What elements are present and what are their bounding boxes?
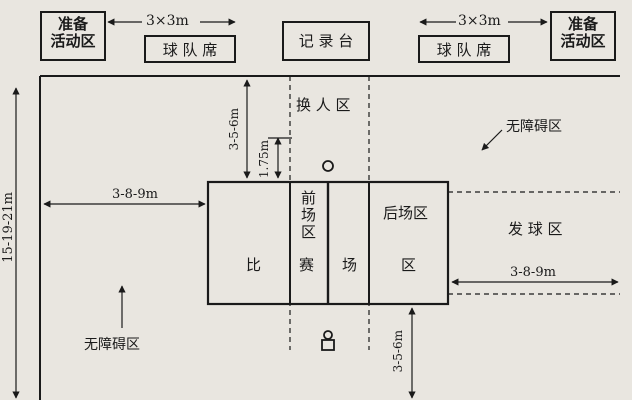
bottom-gap-label: 3-5-6m bbox=[391, 330, 405, 373]
court-label-qu: 区 bbox=[401, 256, 417, 274]
prep-area-left-label: 准备 活动区 bbox=[50, 15, 96, 51]
serve-zone-label: 发 球 区 bbox=[508, 220, 563, 238]
court-label-sai: 赛 bbox=[299, 256, 315, 274]
top-gap-label: 3-5-6m bbox=[227, 108, 241, 151]
scorer-table-label: 记 录 台 bbox=[298, 32, 354, 50]
scorer-table-box bbox=[282, 21, 370, 61]
team-bench-left-label: 球 队 席 bbox=[162, 41, 218, 59]
back-court-label: 后场区 bbox=[383, 204, 429, 222]
referee-chair-bottom bbox=[321, 330, 335, 351]
team-bench-right-box bbox=[418, 35, 510, 63]
prep-area-left-box bbox=[40, 11, 106, 61]
prep-area-right-box bbox=[550, 11, 616, 61]
prep-area-right-label: 准备 活动区 bbox=[560, 15, 606, 51]
referee-position-top bbox=[322, 160, 334, 172]
court-label-chang: 场 bbox=[342, 256, 358, 274]
dim-label-right: 3×3m bbox=[458, 13, 501, 29]
free-zone-left-label: 无障碍区 bbox=[84, 337, 140, 353]
right-gap-label: 3-8-9m bbox=[510, 265, 556, 280]
front-court-label: 前场区 bbox=[299, 190, 317, 241]
substitution-zone-label: 换 人 区 bbox=[296, 96, 351, 114]
length-dim-label: 15-19-21m bbox=[1, 192, 16, 263]
sub-gap-label: 1.75m bbox=[257, 140, 271, 179]
dim-label-left: 3×3m bbox=[146, 13, 189, 29]
team-bench-left-box bbox=[144, 35, 236, 63]
team-bench-right-label: 球 队 席 bbox=[436, 41, 492, 59]
free-zone-right-label: 无障碍区 bbox=[506, 119, 562, 135]
free-zone-right-pointer bbox=[481, 129, 503, 151]
left-gap-label: 3-8-9m bbox=[112, 187, 158, 202]
court-label-bi: 比 bbox=[246, 256, 262, 274]
